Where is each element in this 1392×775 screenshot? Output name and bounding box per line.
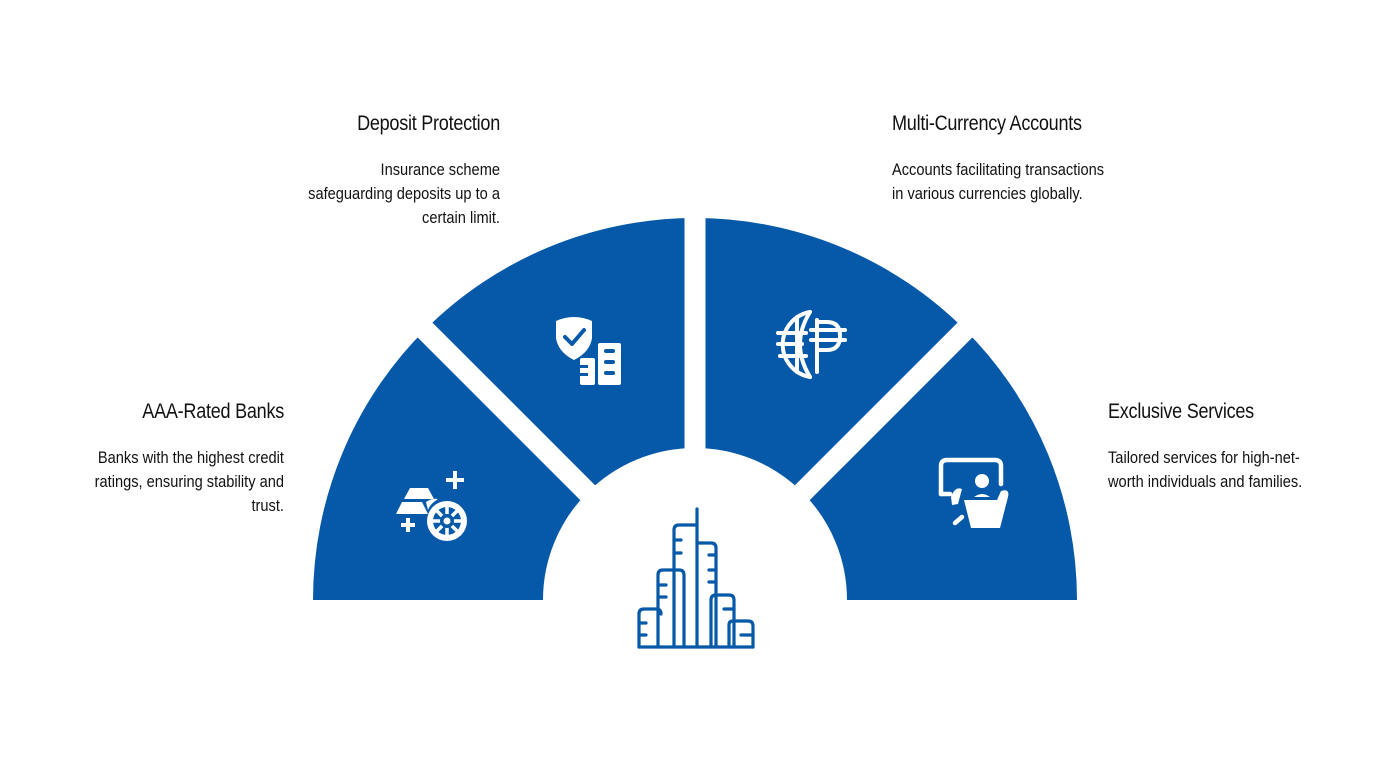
segment-title: Deposit Protection xyxy=(357,112,500,135)
label-multi-currency-accounts: Multi-Currency Accounts Accounts facilit… xyxy=(892,112,1152,206)
segment-aaa-rated-banks xyxy=(313,329,588,600)
segment-deposit-protection xyxy=(424,218,695,493)
label-deposit-protection: Deposit Protection Insurance scheme safe… xyxy=(265,112,500,230)
globe-currency-icon xyxy=(776,310,847,379)
personal-advisor-icon xyxy=(938,457,1009,528)
segment-title: Exclusive Services xyxy=(1108,400,1254,423)
segment-description: Insurance scheme safeguarding deposits u… xyxy=(308,160,500,227)
segment-gaps xyxy=(392,200,998,608)
gold-bars-coin-icon xyxy=(396,471,467,541)
segment-title: Multi-Currency Accounts xyxy=(892,112,1082,135)
segment-description: Banks with the highest credit ratings, e… xyxy=(94,448,285,515)
label-aaa-rated-banks: AAA-Rated Banks Banks with the highest c… xyxy=(44,400,285,518)
segment-description: Tailored services for high-net-worth ind… xyxy=(1108,448,1303,491)
shield-check-building-icon xyxy=(556,317,621,385)
segment-title: AAA-Rated Banks xyxy=(142,400,284,423)
label-exclusive-services: Exclusive Services Tailored services for… xyxy=(1108,400,1348,494)
city-skyline-icon xyxy=(637,507,755,649)
segment-multi-currency-accounts xyxy=(695,218,966,493)
segment-description: Accounts facilitating transactions in va… xyxy=(892,160,1105,203)
